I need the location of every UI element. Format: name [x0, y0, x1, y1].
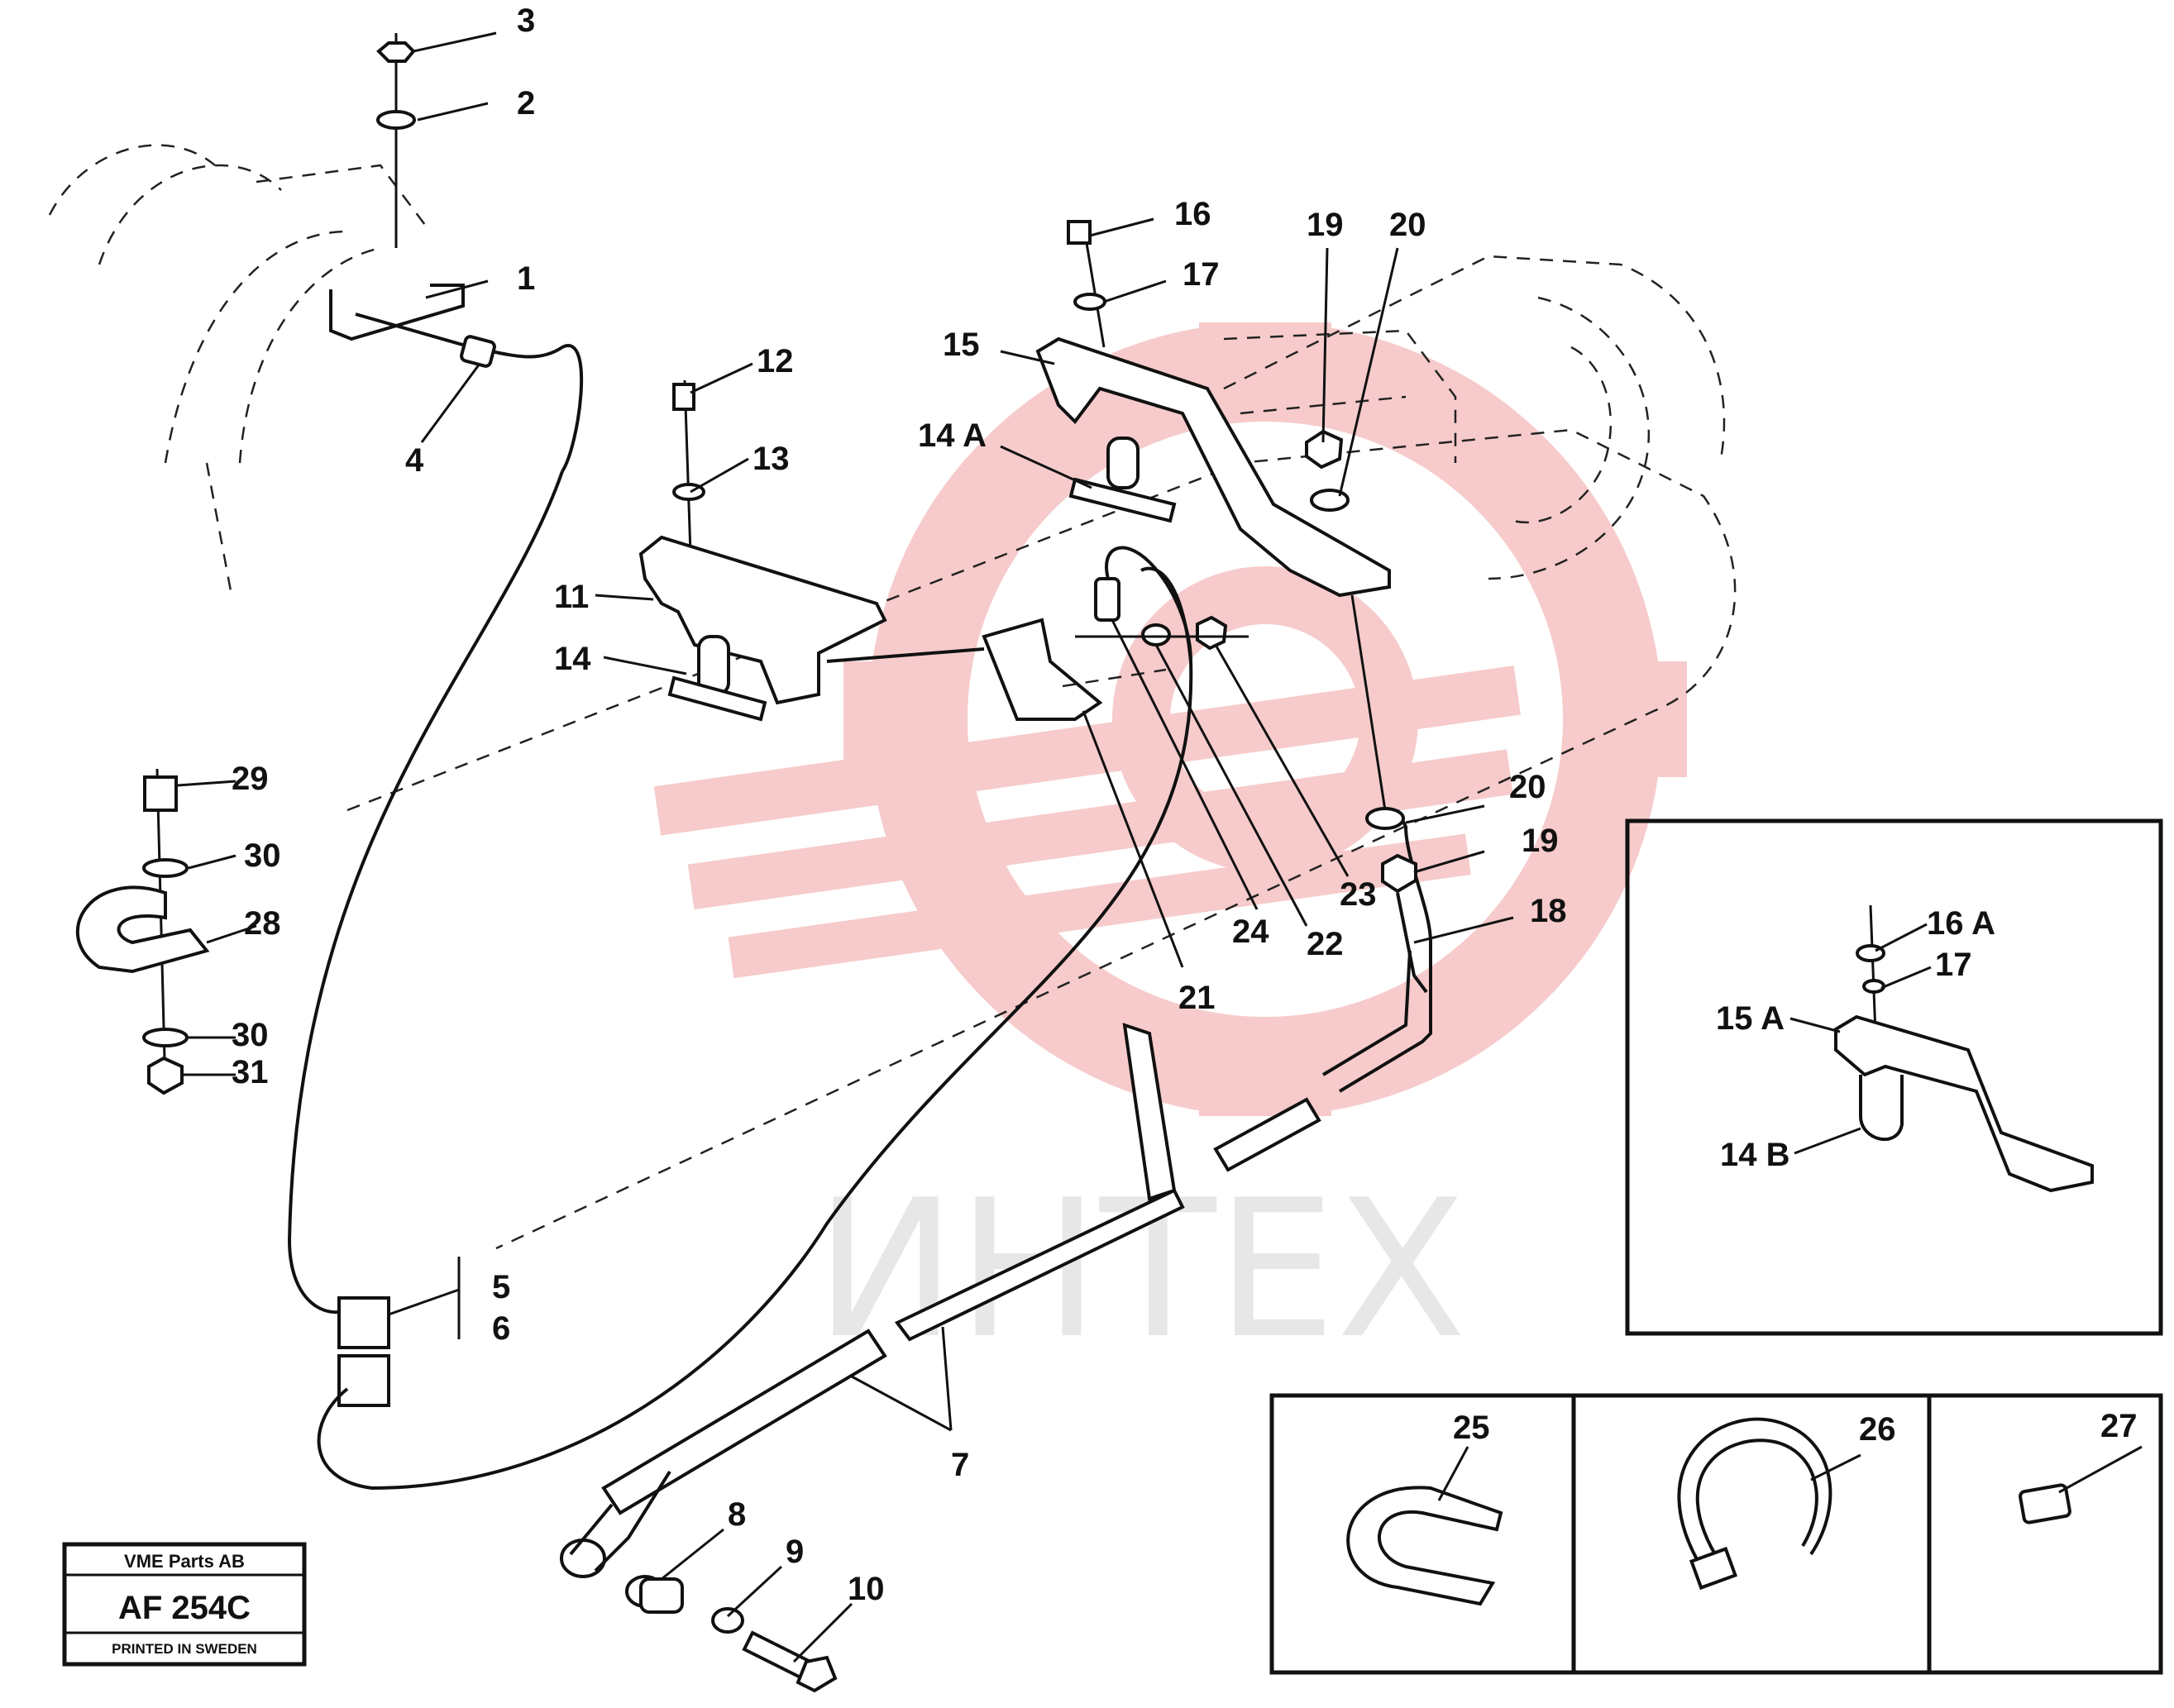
- callout-4: 4: [405, 442, 424, 479]
- callout-31: 31: [232, 1054, 269, 1090]
- washer-9: [711, 1607, 744, 1634]
- callout-27: 27: [2100, 1408, 2138, 1444]
- lever-end: [560, 1539, 606, 1578]
- bracket-assembly-15: [1035, 220, 1428, 994]
- callout-15: 15: [943, 327, 980, 363]
- detail-clamp-25: [1346, 1486, 1503, 1606]
- sensor-24: [1094, 577, 1120, 622]
- inset-callout-17: 17: [1935, 947, 1972, 983]
- callout-24: 24: [1232, 914, 1269, 950]
- bracket-1: [329, 284, 465, 341]
- bolt-18: [1396, 892, 1428, 994]
- title-block-company: VME Parts AB: [124, 1551, 245, 1572]
- callout-9: 9: [786, 1534, 804, 1570]
- callout-22: 22: [1307, 926, 1344, 962]
- callout-1: 1: [517, 260, 535, 297]
- callout-16: 16: [1174, 196, 1211, 232]
- callout-6: 6: [492, 1310, 510, 1347]
- inset-callout-15a: 15 A: [1716, 1000, 1785, 1037]
- rod-assembly-7: [560, 809, 1432, 1693]
- watermark: ИНТЕХ: [653, 322, 1687, 1381]
- callout-28: 28: [244, 905, 281, 942]
- callout-2: 2: [517, 85, 535, 122]
- title-block-code: AF 254C: [118, 1590, 251, 1626]
- bracket-assembly-11: [638, 379, 985, 722]
- callout-leaders: [177, 31, 1514, 1663]
- watermark-gear-logo: [653, 322, 1687, 1116]
- inset-callout-14b: 14 B: [1720, 1137, 1790, 1173]
- nut-31: [147, 1056, 184, 1095]
- callout-8: 8: [728, 1496, 746, 1533]
- rod-segment: [1213, 1097, 1321, 1172]
- background-outlines: [48, 144, 1737, 1250]
- nut-3: [376, 41, 416, 63]
- nut-23: [1196, 615, 1228, 651]
- washer-22: [1141, 623, 1171, 646]
- pad-14: [667, 675, 767, 722]
- washer-17: [1073, 293, 1106, 311]
- watermark-text: ИНТЕХ: [815, 1160, 1466, 1381]
- bushing-8: [639, 1577, 684, 1614]
- bolt-29: [143, 775, 178, 812]
- bracket-11: [638, 535, 887, 705]
- callout-20-top: 20: [1389, 207, 1426, 243]
- inset-washer-17: [1862, 979, 1885, 994]
- callout-5: 5: [492, 1269, 510, 1305]
- nut-19-bottom: [1381, 853, 1417, 894]
- callout-19-top: 19: [1307, 207, 1344, 243]
- detail-cable-tie-26: [1677, 1417, 1832, 1572]
- parts-21-24: [982, 546, 1249, 721]
- rod-lower: [601, 1329, 887, 1515]
- callout-17: 17: [1183, 256, 1220, 293]
- callout-3: 3: [517, 2, 535, 39]
- inset-callout-16a: 16 A: [1927, 905, 1995, 942]
- callout-19-bottom: 19: [1522, 823, 1559, 859]
- callout-30-top: 30: [244, 837, 281, 874]
- washer-2: [376, 110, 416, 130]
- pad-14a: [1068, 477, 1177, 523]
- spacer-14a: [1106, 437, 1140, 489]
- callout-23: 23: [1340, 876, 1377, 913]
- callout-29: 29: [232, 761, 269, 797]
- callout-11: 11: [554, 579, 589, 615]
- inset-ubolt-14b: [1859, 1075, 1904, 1141]
- title-block: VME Parts AB AF 254C PRINTED IN SWEDEN: [62, 1542, 307, 1667]
- clamp-assembly-28: [75, 768, 210, 1095]
- callout-labels: 3 2 1 4 5 6 7 8 9 10 11 12 13 14 14 A 15…: [232, 2, 1567, 1607]
- bolt-16: [1067, 220, 1092, 245]
- callout-14: 14: [554, 641, 591, 677]
- callout-10: 10: [848, 1571, 885, 1607]
- hardware-group-top-left: [287, 33, 584, 1314]
- title-block-footer: PRINTED IN SWEDEN: [112, 1641, 257, 1657]
- rod-horizontal: [894, 1188, 1185, 1342]
- callout-14a: 14 A: [918, 417, 987, 454]
- washer-30-bottom: [142, 1028, 189, 1047]
- callout-21: 21: [1178, 980, 1216, 1016]
- callout-12: 12: [757, 343, 794, 379]
- inset-bracket-15a: [1834, 1014, 2094, 1193]
- bolt-12: [672, 383, 695, 411]
- sensor-4: [460, 335, 496, 368]
- inset-detail-15a: 16 A 17 15 A 14 B: [1625, 818, 2163, 1336]
- clip-5: [337, 1296, 390, 1349]
- callout-26: 26: [1859, 1411, 1896, 1448]
- callout-30-bottom: 30: [232, 1017, 269, 1053]
- washer-30-top: [142, 858, 189, 878]
- washer-20-bottom: [1365, 807, 1405, 830]
- detail-boxes-25-27: 25 26 27: [1269, 1393, 2163, 1675]
- callout-18: 18: [1530, 893, 1567, 929]
- callout-7: 7: [951, 1447, 969, 1483]
- bracket-15: [1035, 336, 1391, 598]
- clips-5-6: [317, 566, 1193, 1491]
- clip-6: [337, 1354, 390, 1407]
- washer-20-top: [1310, 489, 1350, 512]
- callout-13: 13: [753, 441, 790, 477]
- callout-20-bottom: 20: [1509, 769, 1546, 805]
- detail-clip-27: [2019, 1483, 2071, 1524]
- callout-25: 25: [1453, 1410, 1490, 1446]
- clamp-28: [75, 885, 210, 974]
- bracket-21: [982, 618, 1103, 721]
